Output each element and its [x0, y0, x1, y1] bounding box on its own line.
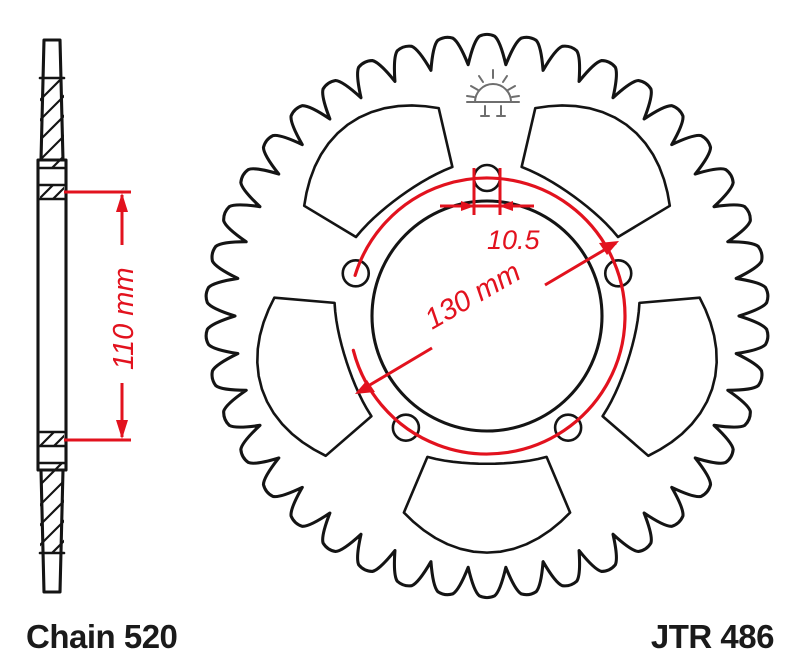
bolt-hole: [341, 259, 371, 288]
dimension-10-5: 10.5: [440, 168, 541, 255]
bolt-holes: [341, 163, 633, 442]
bolt-circle-arc: [351, 176, 627, 456]
dim-130-label: 130 mm: [420, 256, 527, 336]
dimension-110mm: 110 mm: [64, 190, 140, 442]
side-profile-upper-hatch: [38, 76, 66, 170]
spoke-hole: [302, 104, 454, 239]
dim-10-5-arrow-left: [461, 201, 475, 211]
dim-110-label: 110 mm: [108, 267, 140, 370]
dim-110-arrow-upper: [116, 193, 128, 212]
side-profile-upper-seat: [38, 185, 66, 201]
spoke-hole: [520, 104, 672, 239]
dimension-130mm: 130 mm: [355, 241, 619, 394]
spoke-hole: [256, 296, 373, 458]
side-profile-body: [36, 158, 68, 472]
bolt-hole: [391, 413, 421, 442]
dim-10-5-arrow-right: [499, 201, 513, 211]
side-profile-lower-tooth: [39, 468, 65, 594]
dim-130-arrow-lower: [355, 380, 375, 394]
side-profile-view: [36, 38, 68, 594]
center-bore: [370, 199, 604, 433]
spoke-holes: [256, 104, 718, 554]
bolt-hole: [553, 413, 583, 442]
part-number-label: JTR 486: [651, 618, 774, 655]
spoke-hole: [601, 296, 718, 458]
sunrise-icon: [466, 69, 520, 117]
dim-110-arrow-lower: [116, 420, 128, 439]
spoke-hole: [402, 455, 572, 554]
front-face-view: [204, 32, 770, 600]
dim-130-line-lower: [357, 346, 433, 394]
dim-10-5-label: 10.5: [487, 225, 541, 255]
chain-label: Chain 520: [26, 618, 177, 655]
sprocket-teeth-ring: [204, 32, 770, 600]
bolt-hole: [603, 259, 633, 288]
side-profile-lower-hatch: [38, 461, 66, 555]
dim-130-arrow-upper: [599, 241, 619, 255]
